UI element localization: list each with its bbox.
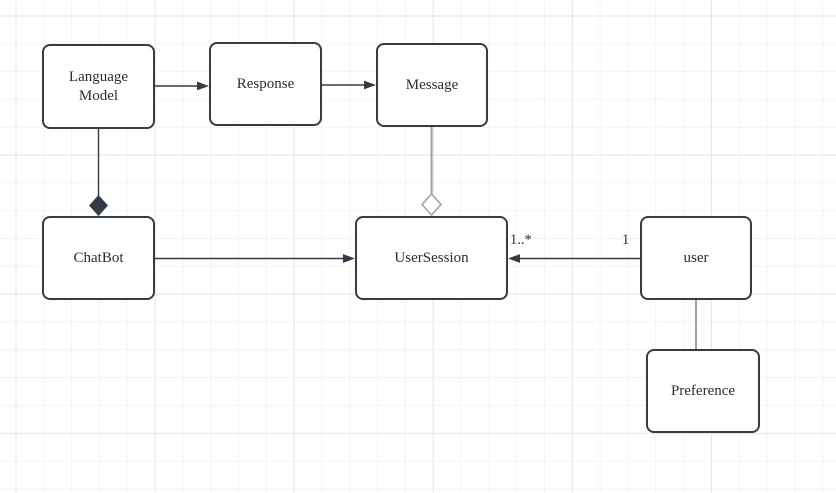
edge-user-usersession[interactable]	[508, 254, 640, 263]
node-user[interactable]: user	[640, 216, 752, 300]
node-chatbot-label: ChatBot	[73, 249, 124, 266]
edge-languagemodel-chatbot-composition[interactable]	[89, 129, 108, 216]
edge-message-usersession-aggregation[interactable]	[420, 127, 443, 217]
node-response-label: Response	[236, 75, 295, 92]
edge-chatbot-usersession[interactable]	[155, 254, 355, 263]
node-language-model-label: Language Model	[68, 68, 129, 104]
node-user-label: user	[683, 249, 709, 266]
edge-languagemodel-response[interactable]	[155, 81, 209, 91]
node-usersession-label: UserSession	[394, 249, 469, 266]
multiplicity-user: 1	[622, 232, 630, 248]
aggregation-diamond-icon	[420, 192, 443, 217]
arrowhead-icon	[343, 254, 355, 263]
node-message-label: Message	[405, 76, 459, 93]
node-usersession[interactable]: UserSession	[355, 216, 508, 300]
node-response[interactable]: Response	[209, 42, 322, 126]
node-language-model[interactable]: Language Model	[42, 44, 155, 129]
node-chatbot[interactable]: ChatBot	[42, 216, 155, 300]
arrowhead-icon	[364, 80, 376, 90]
arrowhead-icon	[508, 254, 520, 263]
node-message[interactable]: Message	[376, 43, 488, 127]
edge-response-message[interactable]	[322, 80, 376, 90]
node-preference-label: Preference	[670, 382, 736, 399]
multiplicity-usersession: 1..*	[510, 232, 532, 248]
composition-diamond-icon	[89, 195, 108, 216]
node-preference[interactable]: Preference	[646, 349, 760, 433]
arrowhead-icon	[197, 81, 209, 91]
